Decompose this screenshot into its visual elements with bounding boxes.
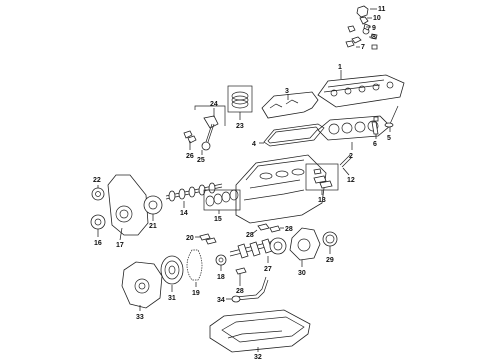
callout-30: 30 [298, 270, 306, 277]
callout-18: 18 [217, 274, 225, 281]
main-bearing-lower [235, 267, 247, 275]
callout-17: 17 [116, 242, 124, 249]
callout-31: 31 [168, 295, 176, 302]
valve-left [371, 116, 379, 135]
cam-bearings [203, 189, 241, 211]
callout-24: 24 [210, 101, 218, 108]
callout-9: 9 [372, 25, 376, 32]
timing-chain [186, 249, 203, 281]
cam-sprocket [143, 195, 163, 215]
callout-8: 8 [372, 34, 376, 41]
callout-16: 16 [94, 240, 102, 247]
main-bearing-upper [257, 223, 270, 231]
callout-1: 1 [338, 64, 342, 71]
crank-sprocket [215, 254, 227, 266]
valve-cover [261, 91, 319, 119]
callout-13: 13 [318, 197, 326, 204]
callout-22: 22 [93, 177, 101, 184]
callout-28b: 28 [285, 226, 293, 233]
rear-main-seal [322, 231, 338, 247]
rear-seal-housing [289, 227, 321, 261]
callout-2: 2 [349, 153, 353, 160]
crankshaft [229, 237, 287, 259]
harmonic-balancer [160, 255, 184, 285]
cam-sensor [91, 187, 105, 201]
callout-10: 10 [373, 15, 381, 22]
callout-12: 12 [347, 177, 355, 184]
callout-20: 20 [186, 235, 194, 242]
callout-19: 19 [192, 290, 200, 297]
callout-11: 11 [378, 6, 386, 13]
cylinder-head [317, 74, 405, 108]
callout-4: 4 [252, 141, 256, 148]
callout-6: 6 [373, 141, 377, 148]
callout-28c: 28 [236, 288, 244, 295]
head-gasket [317, 115, 391, 141]
timing-cover [107, 174, 149, 236]
callout-34: 34 [217, 297, 225, 304]
callout-7: 7 [361, 44, 365, 51]
valve-cover-gasket [263, 123, 325, 147]
callout-29: 29 [326, 257, 334, 264]
callout-27: 27 [264, 266, 272, 273]
callout-21: 21 [149, 223, 157, 230]
callout-25: 25 [197, 157, 205, 164]
callout-15: 15 [214, 216, 222, 223]
engine-block [235, 154, 327, 224]
callout-5: 5 [387, 135, 391, 142]
piston-rings [227, 85, 253, 113]
rocker-arm-parts [345, 5, 378, 50]
callout-33: 33 [136, 314, 144, 321]
callout-32: 32 [254, 354, 262, 360]
oil-pump [121, 261, 163, 309]
callout-3: 3 [285, 88, 289, 95]
thrust-washer [269, 225, 281, 233]
block-bolts [305, 163, 339, 191]
bearing-halves [199, 233, 217, 245]
callout-14: 14 [180, 210, 188, 217]
piston-and-rod [183, 115, 219, 151]
callout-26: 26 [186, 153, 194, 160]
callout-28a: 28 [246, 232, 254, 239]
valve-right [384, 105, 399, 128]
front-seal [90, 214, 106, 230]
oil-pan [209, 309, 311, 353]
lifter [339, 154, 353, 168]
callout-23: 23 [236, 123, 244, 130]
